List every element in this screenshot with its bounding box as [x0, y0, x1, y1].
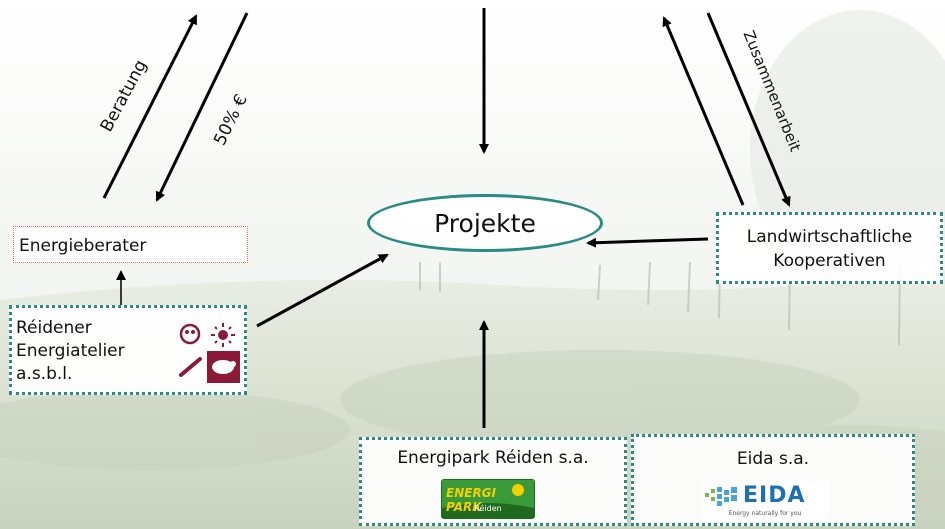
arrow-beratung — [102, 14, 198, 199]
eida-logo: EIDA Energy naturally for you — [701, 481, 829, 519]
eida-logo-tagline: Energy naturally for you — [728, 510, 802, 517]
arrow-kooperativen-to-projekte — [586, 237, 709, 248]
kooperativen-line-1: Landwirtschaftliche — [746, 227, 913, 247]
node-projekte-label: Projekte — [434, 208, 536, 238]
energipark-label: Energipark Réiden s.a. — [397, 448, 589, 468]
energieberater-label: Energieberater — [19, 236, 147, 256]
energiatelier-logo — [174, 319, 240, 383]
node-energipark: Energipark Réiden s.a. ENERGI PARK Réide… — [359, 437, 627, 526]
eida-logo-mark — [705, 487, 737, 506]
energipark-logo-art — [442, 480, 534, 518]
eida-logo-text: EIDA — [743, 483, 806, 508]
node-energiatelier: Réidener Energiatelier a.s.b.l. — [9, 305, 247, 395]
kooperativen-line-2: Kooperativen — [773, 251, 886, 271]
energipark-logo-sub: Réiden — [474, 504, 502, 513]
energiatelier-line-3: a.s.b.l. — [16, 364, 73, 384]
arrow-kooperativen-up — [662, 16, 745, 206]
energipark-logo: ENERGI PARK Réiden — [441, 479, 535, 519]
arrow-funding — [155, 12, 249, 202]
arrow-zusammenarbeit-down — [706, 12, 791, 207]
energiatelier-line-2: Energiatelier — [16, 341, 125, 361]
arrow-atelier-to-projekte — [256, 253, 389, 328]
node-eida: Eida s.a. EIDA Energy naturally for you — [631, 434, 915, 526]
eida-label: Eida s.a. — [736, 449, 810, 469]
energiatelier-line-1: Réidener — [16, 318, 92, 338]
energipark-logo-text: ENERGI PARK — [446, 486, 496, 514]
node-kooperativen: Landwirtschaftliche Kooperativen — [716, 212, 943, 284]
node-projekte: Projekte — [367, 194, 603, 252]
node-energieberater: Energieberater — [13, 226, 248, 263]
